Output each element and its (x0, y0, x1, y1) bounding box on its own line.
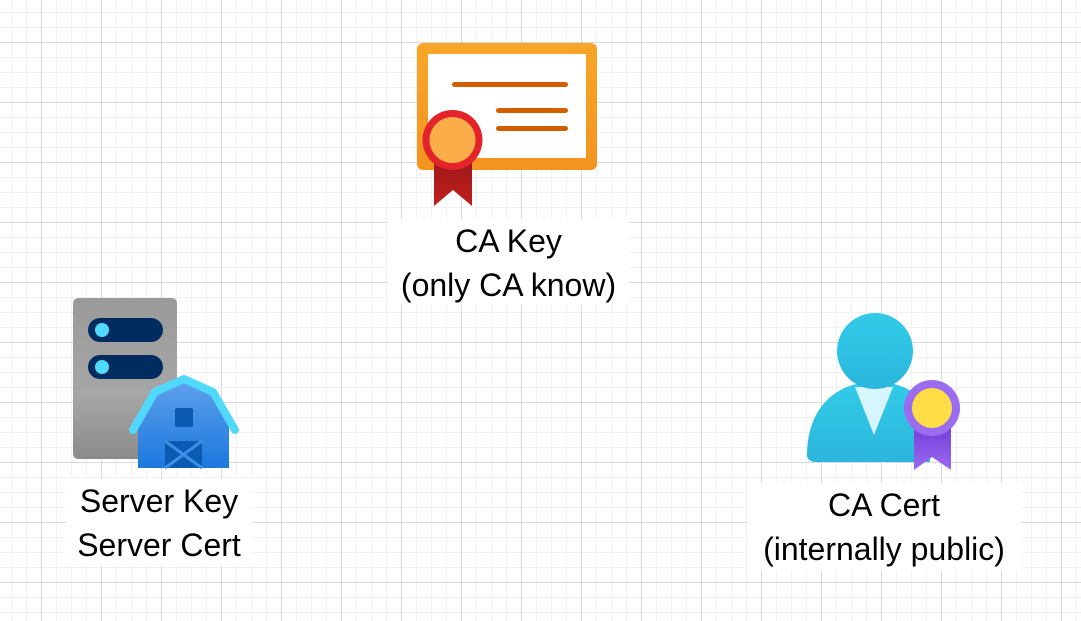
certificate-icon[interactable] (414, 40, 602, 212)
server-label-line2: Server Cert (77, 527, 241, 563)
server-label-line1: Server Key (79, 483, 239, 519)
ca-key-label-line2: (only CA know) (400, 267, 617, 303)
server-label: Server Key Server Cert (66, 479, 252, 566)
ca-key-label: CA Key (only CA know) (388, 219, 629, 305)
ca-key-label-line1: CA Key (455, 223, 562, 259)
ca-cert-label-line1: CA Cert (827, 487, 941, 523)
ca-cert-label: CA Cert (internally public) (747, 483, 1021, 570)
ca-cert-label-line2: (internally public) (763, 531, 1005, 567)
user-certificate-icon[interactable] (804, 310, 968, 476)
server-icon[interactable] (70, 295, 246, 471)
